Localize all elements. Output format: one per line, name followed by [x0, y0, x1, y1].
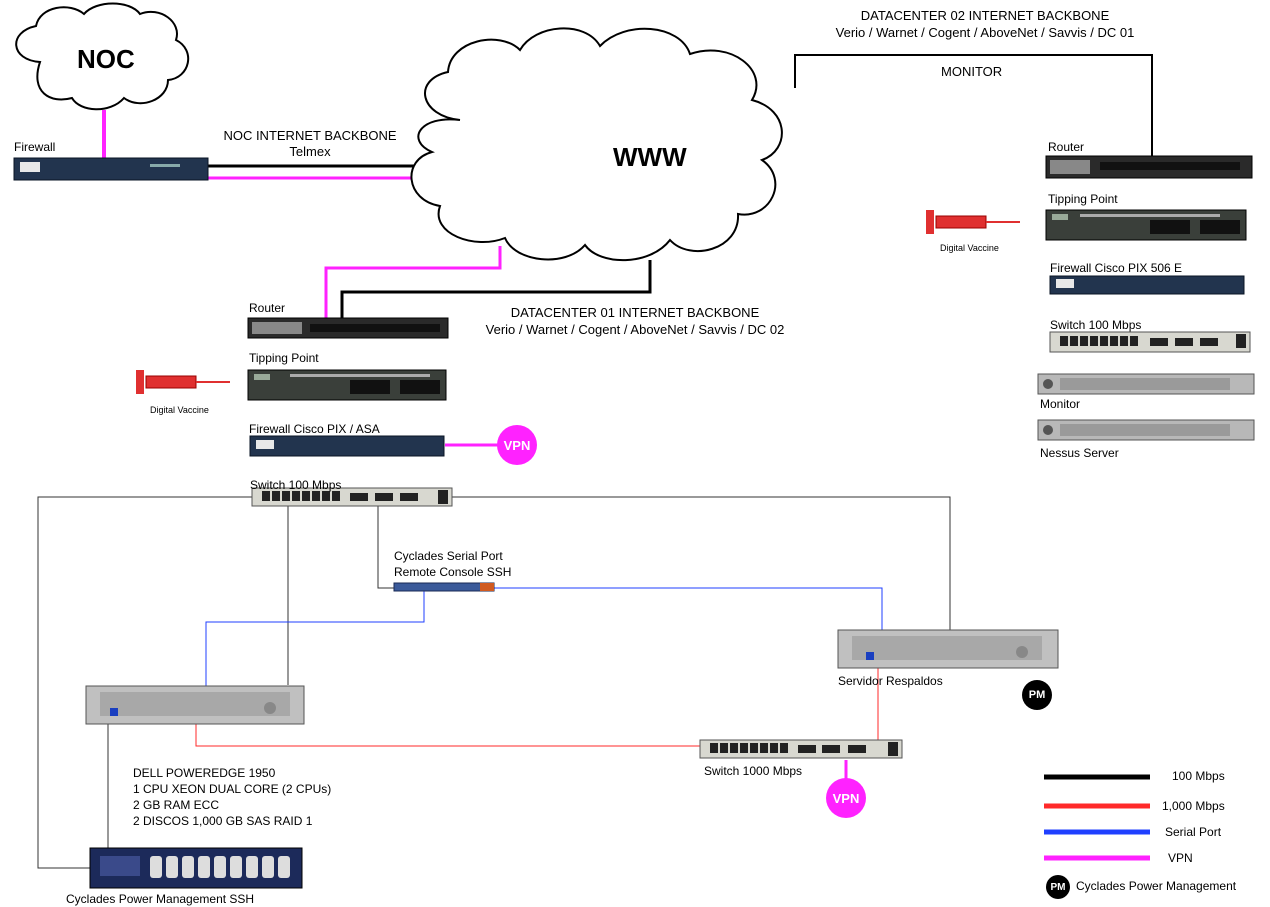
dc02-tipping-point-device	[1045, 209, 1247, 241]
power-management-label: Cyclades Power Management SSH	[66, 892, 255, 906]
noc-backbone-provider: Telmex	[289, 144, 331, 159]
dc02-backbone-title: DATACENTER 02 INTERNET BACKBONE	[860, 8, 1110, 23]
dc02-firewall-label: Firewall Cisco PIX 506 E	[1050, 261, 1183, 275]
dc01-backbone-title: DATACENTER 01 INTERNET BACKBONE	[510, 305, 760, 320]
dc02-monitor-link-label: MONITOR	[941, 64, 1003, 79]
noc-firewall-label: Firewall	[14, 140, 56, 154]
dc02-monitor-line	[794, 54, 1153, 160]
noc-cloud	[15, 2, 190, 111]
dc01-switch-label: Switch 100 Mbps	[250, 478, 342, 492]
noc-backbone-title: NOC INTERNET BACKBONE	[223, 128, 397, 143]
dc01-vpn-line	[324, 246, 502, 318]
legend-label-vpn: VPN	[1168, 851, 1193, 865]
dc02-syringe-icon	[926, 210, 1020, 234]
dc01-syringe-icon	[136, 370, 230, 394]
dc01-backbone-line	[340, 260, 652, 318]
switch-to-backup-line	[452, 496, 951, 630]
legend-label-1000: 1,000 Mbps	[1162, 799, 1225, 813]
noc-cloud-label: NOC	[77, 44, 135, 74]
server-spec-model: DELL POWEREDGE 1950	[133, 766, 276, 780]
legend-pm-badge: PM	[1046, 875, 1070, 899]
dc02-backbone-providers: Verio / Warnet / Cogent / AboveNet / Sav…	[835, 25, 1135, 40]
dc02-firewall-device	[1049, 275, 1245, 295]
dc02-nessus-label: Nessus Server	[1040, 446, 1119, 460]
dc01-tipping-point-device	[247, 369, 447, 401]
dell-server-device	[85, 685, 305, 725]
backup-server-label: Servidor Respaldos	[838, 674, 943, 688]
dc01-firewall-device	[249, 435, 445, 457]
cyclades-serial-device	[393, 582, 495, 592]
dc02-router-label: Router	[1048, 140, 1085, 154]
dc01-firewall-label: Firewall Cisco PIX / ASA	[249, 422, 380, 436]
serial-server-line	[205, 590, 425, 686]
legend-label-100: 100 Mbps	[1172, 769, 1225, 783]
gigabit-switch-device	[699, 739, 903, 759]
gigabit-switch-label: Switch 1000 Mbps	[704, 764, 803, 778]
legend-pm-label: Cyclades Power Management	[1076, 879, 1237, 893]
pm-badge-backup: PM	[1022, 680, 1052, 710]
gigabit-server-line	[195, 722, 700, 747]
server-spec-ram: 2 GB RAM ECC	[133, 798, 220, 812]
switch-to-pm-line	[37, 496, 252, 869]
switch-to-cyclades-line	[377, 505, 394, 589]
server-spec-disks: 2 DISCOS 1,000 GB SAS RAID 1	[133, 814, 313, 828]
dc02-digital-vaccine-label: Digital Vaccine	[940, 243, 999, 253]
dc01-backbone-providers: Verio / Warnet / Cogent / AboveNet / Sav…	[485, 322, 785, 337]
vpn-badge-gigabit: VPN	[826, 778, 866, 818]
www-cloud-label: WWW	[613, 142, 687, 172]
dc01-router-device	[247, 317, 449, 339]
cyclades-serial-label-2: Remote Console SSH	[394, 565, 512, 579]
server-spec-cpu: 1 CPU XEON DUAL CORE (2 CPUs)	[133, 782, 332, 796]
dc02-tipping-point-label: Tipping Point	[1048, 192, 1118, 206]
www-cloud	[410, 27, 783, 262]
dc02-switch-device	[1049, 331, 1251, 353]
dc02-monitor-server-device	[1037, 373, 1255, 395]
power-management-device	[89, 847, 303, 889]
noc-firewall-device	[13, 157, 209, 181]
cyclades-serial-label-1: Cyclades Serial Port	[394, 549, 503, 563]
dc01-tipping-point-label: Tipping Point	[249, 351, 319, 365]
server-specs: DELL POWEREDGE 1950 1 CPU XEON DUAL CORE…	[133, 765, 331, 829]
dc02-switch-label: Switch 100 Mbps	[1050, 318, 1142, 332]
dc01-router-label: Router	[249, 301, 286, 315]
serial-backup-line	[494, 587, 883, 632]
dc02-nessus-server-device	[1037, 419, 1255, 441]
backup-server-device	[837, 629, 1059, 669]
vpn-badge-dc01: VPN	[497, 425, 537, 465]
dc01-digital-vaccine-label: Digital Vaccine	[150, 405, 209, 415]
dc02-monitor-label: Monitor	[1040, 397, 1081, 411]
dc02-router-device	[1045, 155, 1253, 179]
legend-label-serial: Serial Port	[1165, 825, 1222, 839]
dc01-switch-100-device	[251, 487, 453, 507]
